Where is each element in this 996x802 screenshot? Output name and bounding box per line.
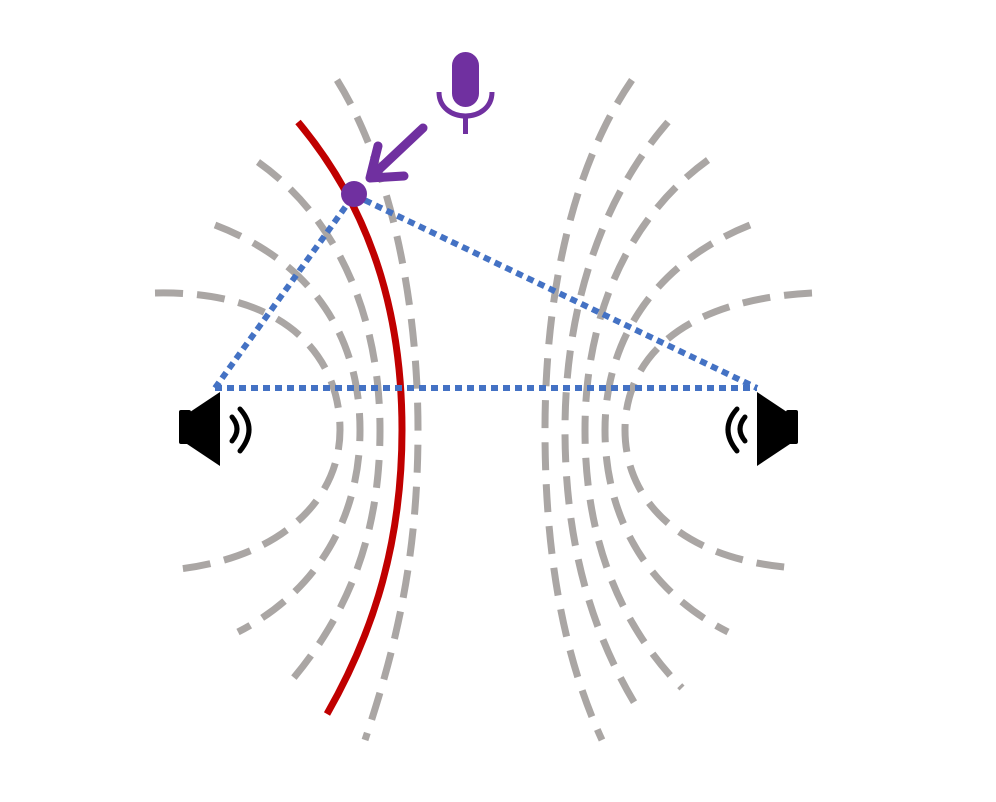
microphone-location-dot [341,181,367,207]
hyperbola-curve [295,119,406,716]
speaker-icon [725,392,798,466]
right-wavefronts [541,78,813,742]
right-wavefront-3 [581,157,711,691]
right-speaker-to-mic-path [352,192,759,391]
microphone-icon [436,52,495,134]
right-wavefront-1 [621,289,813,572]
path-lines [212,192,759,391]
right-wavefront-5 [541,78,635,742]
left-wavefront-2 [213,221,364,636]
left-wavefront-1 [154,289,344,574]
right-wavefront-2 [601,221,752,636]
arrow-icon [365,123,428,183]
speaker-icon [179,392,252,466]
left-speaker-to-mic-path [212,193,357,390]
left-wavefront-3 [255,159,384,691]
right-wavefront-4 [561,119,671,714]
